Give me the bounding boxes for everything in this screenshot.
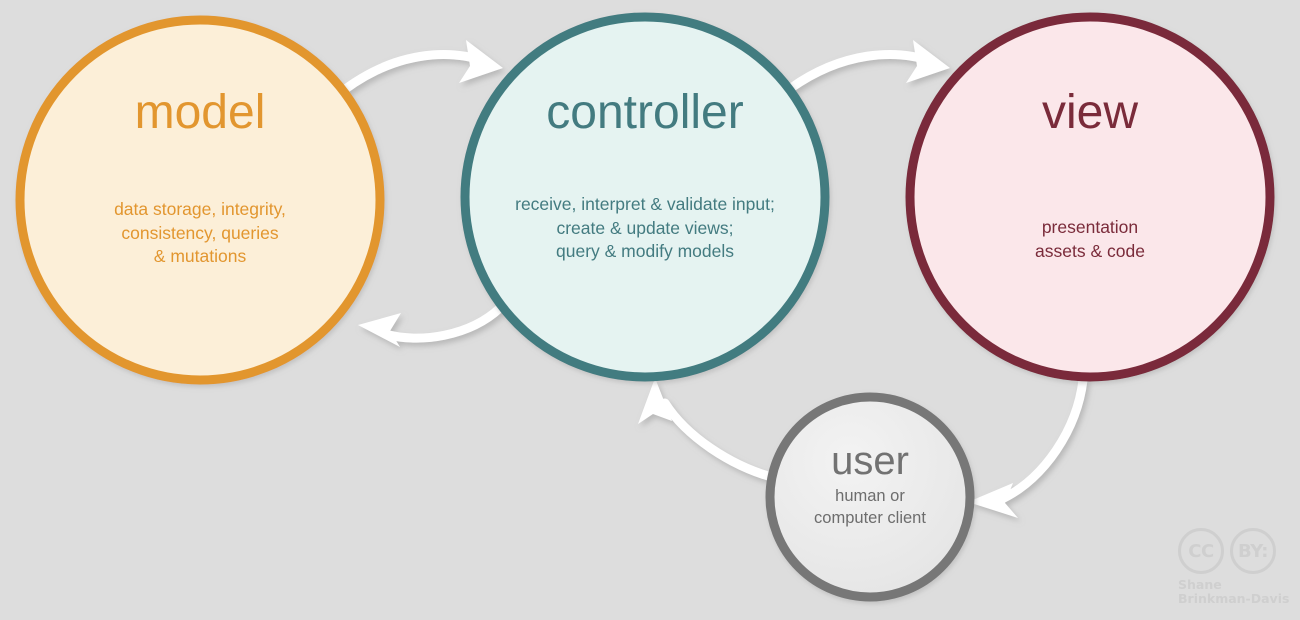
arrow-view-to-user [968, 375, 1088, 518]
arrow-controller-to-model [358, 303, 505, 347]
controller-circle[interactable] [460, 12, 830, 382]
node-circle-group [15, 12, 1275, 602]
arrow-controller-to-view [786, 40, 950, 93]
arrow-group [339, 40, 1088, 518]
model-circle[interactable] [15, 15, 385, 385]
user-circle[interactable] [765, 392, 975, 602]
arrow-user-to-controller [638, 378, 780, 483]
view-circle[interactable] [905, 12, 1275, 382]
arrow-model-to-controller [339, 40, 503, 95]
